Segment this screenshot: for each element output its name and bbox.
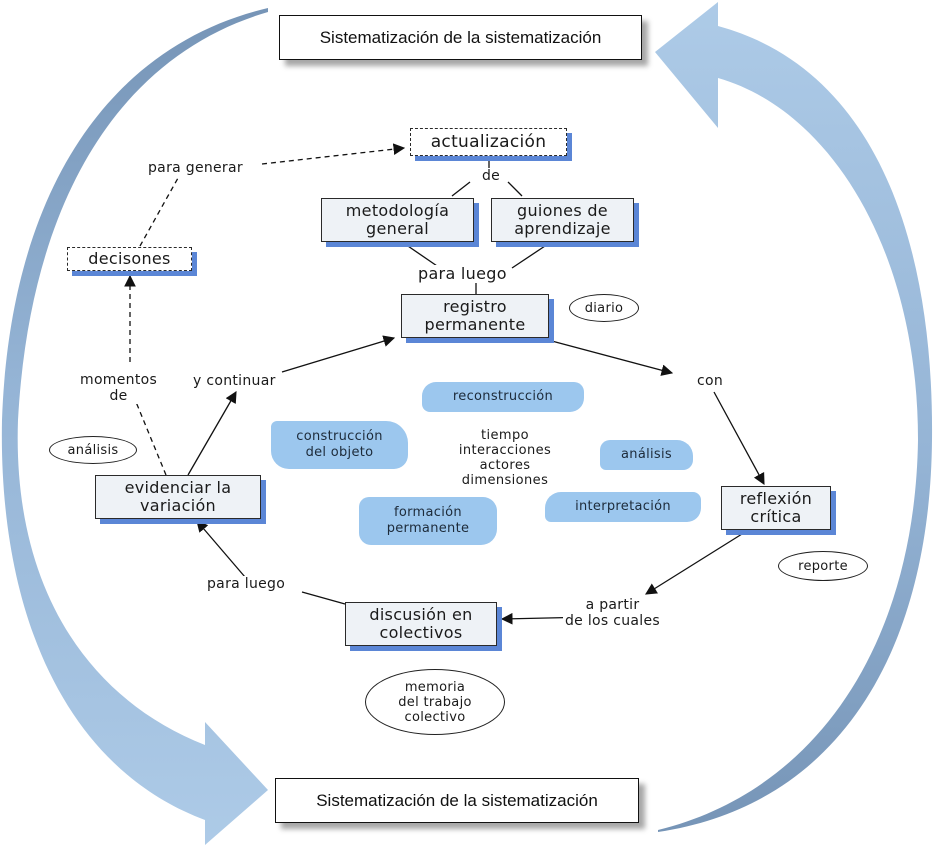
central-term: interacciones: [458, 443, 552, 458]
link-evidenciar-continuar: [187, 390, 237, 476]
label-con: con: [695, 373, 726, 389]
label-para-luego-bottom: para luego: [205, 576, 288, 592]
node-actualizacion: actualización: [410, 128, 567, 156]
link-de-metodologia: [451, 181, 471, 197]
link-evidenciar-momentos: [135, 401, 167, 476]
oval-memoria: memoria del trabajo colectivo: [365, 669, 505, 735]
cycle-title-bottom: Sistematización de la sistematización: [275, 778, 639, 823]
link-continuar-registro: [281, 335, 396, 373]
link-con-reflexion: [713, 391, 765, 486]
label-de: de: [480, 168, 503, 184]
oval-reporte: reporte: [778, 551, 868, 581]
central-term: actores: [479, 458, 531, 473]
link-discusion-paraluego: [301, 591, 346, 605]
central-term: tiempo: [481, 428, 529, 443]
central-term: dimensiones: [461, 473, 549, 488]
cycle-title-top: Sistematización de la sistematización: [279, 15, 642, 60]
label-a-partir: a partir de los cuales: [563, 597, 662, 629]
central-terms: tiempo interacciones actores dimensiones: [440, 428, 570, 488]
link-registro-con: [547, 339, 674, 376]
link-decisiones-generar: [139, 177, 179, 247]
cycle-title-top-text: Sistematización de la sistematización: [319, 27, 602, 47]
link-guiones-paraluego: [511, 243, 549, 269]
bubble-interpretacion: interpretación: [545, 492, 701, 522]
cycle-arrow-right: [655, 2, 933, 832]
oval-diario: diario: [569, 294, 639, 322]
cycle-title-bottom-text: Sistematización de la sistematización: [316, 790, 598, 810]
link-reflexion-apartir: [645, 533, 743, 595]
link-metodologia-paraluego: [404, 243, 441, 269]
label-y-continuar: y continuar: [191, 373, 278, 389]
oval-analisis: análisis: [49, 436, 137, 464]
bubble-analisis: análisis: [600, 440, 693, 470]
label-momentos-de: momentos de: [78, 372, 160, 404]
link-de-guiones: [507, 181, 523, 197]
node-decisiones: decisones: [67, 247, 192, 271]
bubble-reconstruccion: reconstrucción: [422, 382, 584, 412]
cycle-arrow-left: [1, 8, 268, 845]
link-paraluego-evidenciar: [196, 520, 246, 578]
link-generar-actualizacion: [261, 143, 406, 165]
label-para-generar: para generar: [146, 160, 245, 176]
label-para-luego-top: para luego: [416, 264, 509, 283]
